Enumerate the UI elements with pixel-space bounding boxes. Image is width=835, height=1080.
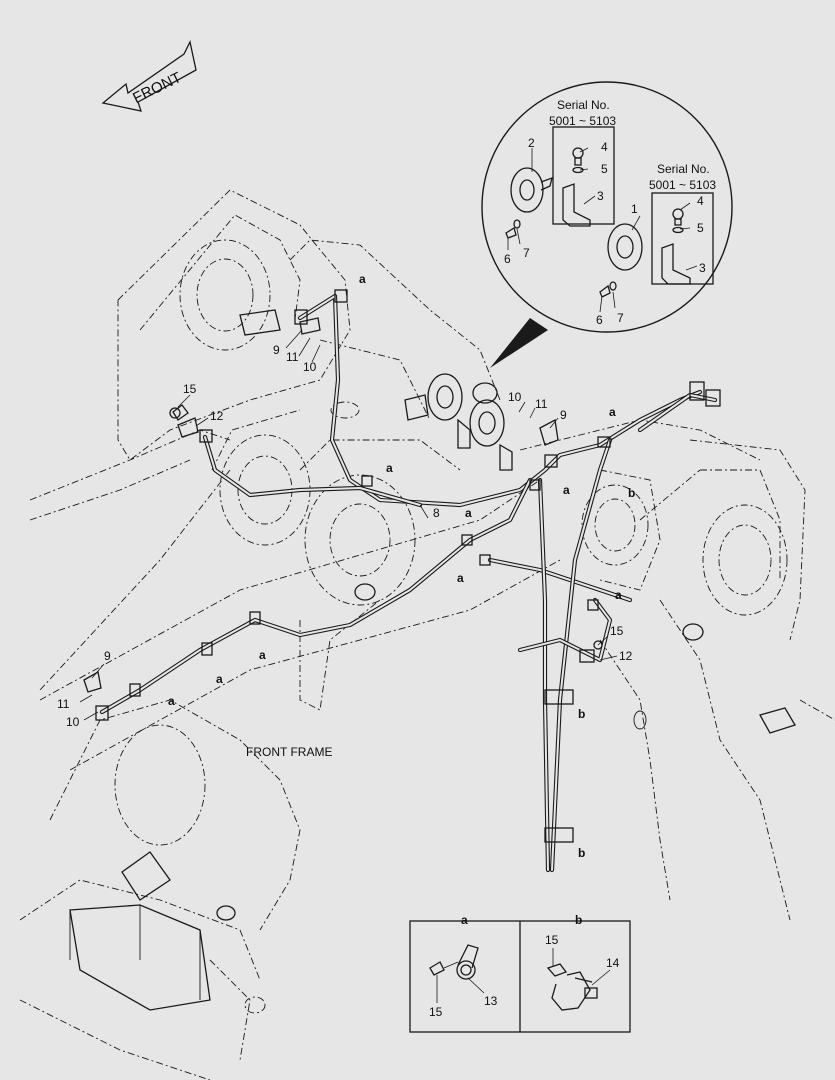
front-frame <box>19 189 835 1080</box>
callout-4: 4 <box>697 194 704 208</box>
location-a: a <box>465 506 472 520</box>
callout-5: 5 <box>601 162 608 176</box>
callout-12: 12 <box>210 409 224 423</box>
callout-9: 9 <box>104 649 111 663</box>
callout-15: 15 <box>183 382 197 396</box>
detail-a-clamp-callout: 13 <box>484 994 498 1008</box>
serial-label-2: Serial No. <box>657 162 710 176</box>
callout-6: 6 <box>596 313 603 327</box>
callout-9: 9 <box>273 343 280 357</box>
clamp-detail-box: a b <box>409 913 631 1033</box>
serial-range-1: 5001 ~ 5103 <box>549 114 616 128</box>
detail-b-screw-callout: 15 <box>545 933 559 947</box>
serial-label-1: Serial No. <box>557 98 610 112</box>
callout-11: 11 <box>286 350 299 364</box>
callout-labels: 1 2 3 3 4 4 5 5 6 6 7 7 8 9 9 9 10 10 10… <box>57 136 706 729</box>
location-a: a <box>615 588 622 602</box>
magnified-detail-circle <box>481 81 733 368</box>
callout-10: 10 <box>508 390 522 404</box>
detail-header-b: b <box>575 913 582 927</box>
harness-clamps <box>83 289 721 843</box>
front-arrow-label: FRONT <box>130 69 184 107</box>
location-a: a <box>386 461 393 475</box>
location-a: a <box>609 405 616 419</box>
leader-lines <box>79 147 698 1003</box>
detail-b-clamp-callout: 14 <box>606 956 620 970</box>
callout-3: 3 <box>699 261 706 275</box>
location-b: b <box>628 486 635 500</box>
callout-7: 7 <box>523 246 530 260</box>
callout-12: 12 <box>619 649 633 663</box>
callout-6: 6 <box>504 252 511 266</box>
callout-2: 2 <box>528 136 535 150</box>
detail-a-screw-callout: 15 <box>429 1005 443 1019</box>
callout-3: 3 <box>597 189 604 203</box>
front-frame-label: FRONT FRAME <box>246 745 332 759</box>
callout-11: 11 <box>57 697 70 711</box>
callout-9: 9 <box>560 408 567 422</box>
location-a: a <box>359 272 366 286</box>
callout-10: 10 <box>66 715 80 729</box>
horn-assembly <box>427 373 513 471</box>
location-a: a <box>259 648 266 662</box>
location-b: b <box>578 846 585 860</box>
location-a: a <box>457 571 464 585</box>
callout-10: 10 <box>303 360 317 374</box>
clamp-location-labels: a a a a a a a a a a b b b <box>168 272 635 860</box>
location-a: a <box>563 483 570 497</box>
callout-5: 5 <box>697 221 704 235</box>
callout-15: 15 <box>610 624 624 638</box>
location-a: a <box>216 672 223 686</box>
callout-8: 8 <box>433 506 440 520</box>
callout-1: 1 <box>631 202 638 216</box>
callout-4: 4 <box>601 140 608 154</box>
front-direction-arrow: FRONT <box>101 40 197 112</box>
detail-header-a: a <box>461 913 468 927</box>
serial-range-2: 5001 ~ 5103 <box>649 178 716 192</box>
callout-7: 7 <box>617 311 624 325</box>
location-a: a <box>168 694 175 708</box>
location-b: b <box>578 707 585 721</box>
callout-11: 11 <box>535 397 548 411</box>
